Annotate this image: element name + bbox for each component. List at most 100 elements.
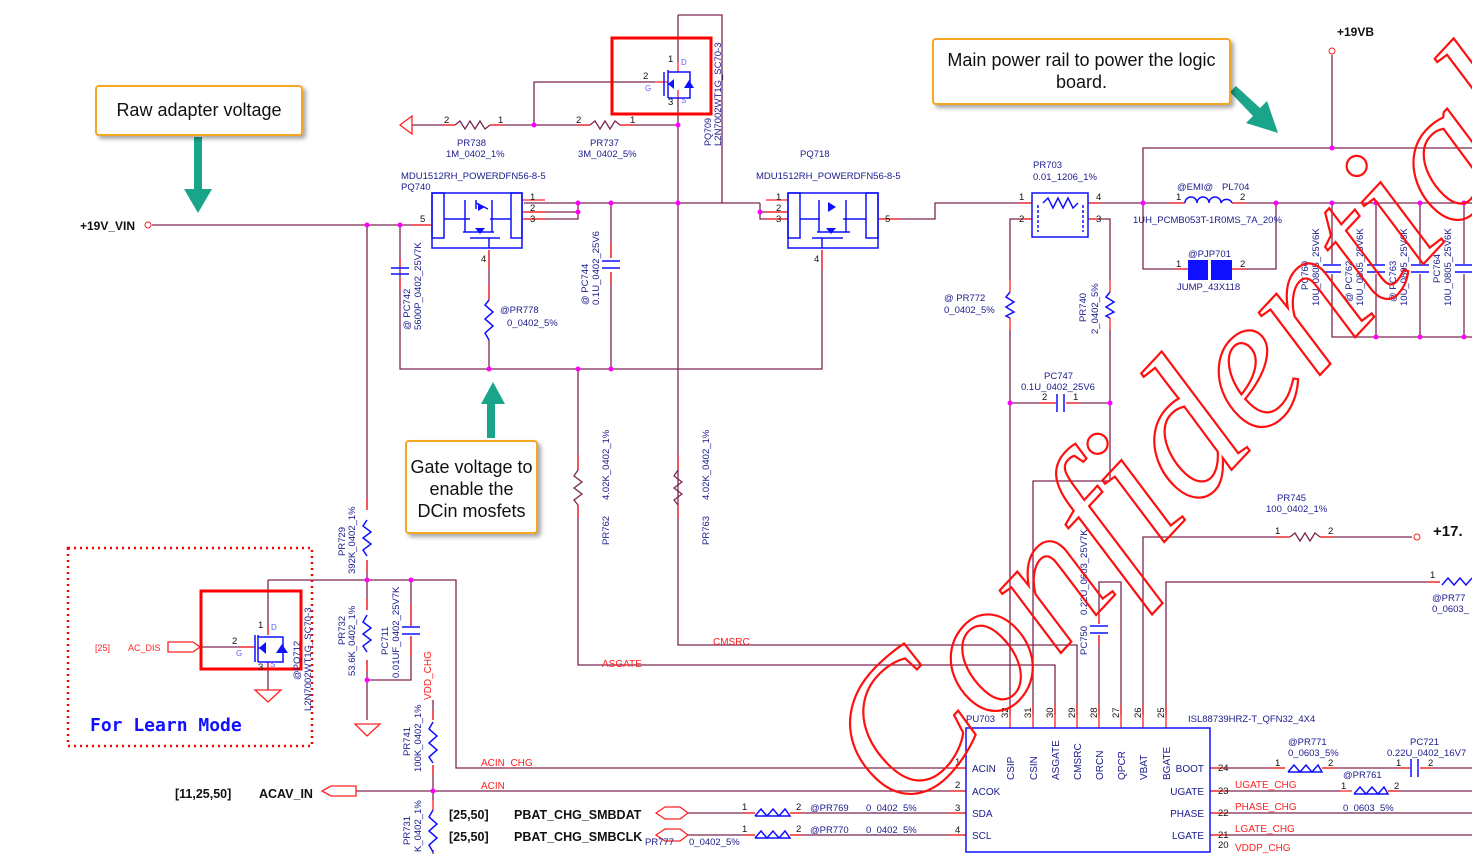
svg-text:1: 1 <box>258 620 263 631</box>
pr761-value: 0_0603_5% <box>1343 803 1394 814</box>
net-labels: +19V_VIN +19VB +17. ASGATE CMSRC ACIN_CH… <box>80 25 1463 854</box>
pr773-value: 0_0603_ <box>1432 604 1470 615</box>
ic-pin-number: 30 <box>1045 707 1056 718</box>
net-19vb: +19VB <box>1337 25 1374 39</box>
ic-pin-number: 23 <box>1218 786 1229 797</box>
svg-text:2: 2 <box>1394 781 1399 792</box>
svg-text:1: 1 <box>1275 526 1280 537</box>
svg-text:2: 2 <box>796 824 801 835</box>
pc762-value: 10U_0805_25V6K <box>1355 228 1366 306</box>
svg-text:1: 1 <box>1176 192 1181 203</box>
svg-text:1: 1 <box>1019 192 1024 203</box>
mosfet-pq740 <box>431 192 523 249</box>
pr778-ref: @PR778 <box>500 305 539 316</box>
pc721-value: 0.22U_0402_16V7 <box>1387 748 1466 759</box>
inductor-pl704 <box>1184 196 1233 204</box>
svg-text:1: 1 <box>955 757 960 768</box>
capacitor-pc747 <box>1056 394 1065 412</box>
pr770-value: 0_0402_5% <box>866 825 917 836</box>
resistor-pr772 <box>1004 291 1016 319</box>
port-smbclk <box>654 828 690 842</box>
junctions <box>364 122 1467 794</box>
highlight-box-pq712 <box>199 589 303 671</box>
arrow-down-icon <box>184 137 212 213</box>
port-vin <box>144 221 152 229</box>
svg-text:3: 3 <box>955 803 960 814</box>
pc711-value: 0.01UF_0402_25V7K <box>391 586 402 678</box>
net-smbclk: PBAT_CHG_SMBCLK <box>514 830 642 844</box>
resistor-pr740 <box>1104 291 1116 319</box>
pjp701-value: JUMP_43X118 <box>1177 282 1240 293</box>
pr771-value: 0_0603_5% <box>1288 748 1339 759</box>
learn-mode-box <box>66 546 314 748</box>
svg-text:4: 4 <box>814 254 819 265</box>
pr738-ref: PR738 <box>457 138 486 149</box>
ic-pin-number: 27 <box>1111 707 1122 718</box>
pc744-value: 0.1U_0402_25V6 <box>591 231 602 305</box>
resistor-pr778 <box>483 299 495 341</box>
ic-pin-number: 29 <box>1067 707 1078 718</box>
port-19vb <box>1328 47 1336 55</box>
svg-text:S: S <box>681 96 686 105</box>
pq709-ref: PQ709 <box>703 118 713 146</box>
pl704-ref: PL704 <box>1222 182 1249 193</box>
mosfet-pq712: D G S <box>199 589 303 671</box>
svg-text:D: D <box>681 58 687 67</box>
ic-pin-name: LGATE <box>1172 831 1204 842</box>
svg-text:2: 2 <box>643 71 648 82</box>
resistor-pr732 <box>361 614 373 653</box>
net-ac-dis: AC_DIS <box>128 643 161 653</box>
capacitor-pc760 <box>1323 264 1341 273</box>
pq712-value: L2N7002WT1G_SC70-3 <box>303 608 314 712</box>
pr762-value: 4.02K_0402_1% <box>601 429 612 500</box>
svg-text:2: 2 <box>1428 758 1433 769</box>
pr772-ref: @ PR772 <box>944 293 985 304</box>
pc747-ref: PC747 <box>1044 371 1073 382</box>
jumper-pjp701 <box>1188 260 1232 280</box>
callout-gate-voltage: Gate voltage to enable the DCin mosfets <box>405 440 538 534</box>
pc750-ref: PC750 <box>1079 626 1090 655</box>
ic-pin-number: 21 <box>1218 830 1229 841</box>
svg-text:2: 2 <box>1240 259 1245 270</box>
ic-pin-name: PHASE <box>1170 809 1204 820</box>
net-smbdat-ref: [25,50] <box>449 808 489 822</box>
port-17v <box>1413 533 1421 541</box>
pl704-value: 1UH_PCMB053T-1R0MS_7A_20% <box>1133 215 1282 226</box>
mosfet-pq718 <box>787 192 879 249</box>
pr777-ref: PR777 <box>645 837 674 848</box>
svg-text:1: 1 <box>498 115 503 126</box>
ic-pin-name: BOOT <box>1176 764 1204 775</box>
svg-text:2: 2 <box>530 203 535 214</box>
capacitor-pc721 <box>1410 759 1419 777</box>
net-vddp-chg: VDDP_CHG <box>1235 843 1291 854</box>
svg-text:1: 1 <box>1341 781 1346 792</box>
ic-pin-labels: 32CSIP31CSIN30ASGATE29CMSRC28ORCN27QPCR2… <box>972 707 1229 851</box>
ic-pin-name: CMSRC <box>1073 743 1084 780</box>
svg-text:1: 1 <box>742 802 747 813</box>
svg-text:5: 5 <box>420 214 425 225</box>
highlight-box-pq709 <box>610 36 713 116</box>
svg-text:2: 2 <box>1240 192 1245 203</box>
net-phase-chg: PHASE_CHG <box>1235 802 1297 813</box>
ic-pin-number: 22 <box>1218 808 1229 819</box>
pr771-ref: @PR771 <box>1288 737 1327 748</box>
pr731-value: K_0402_1% <box>413 800 424 852</box>
net-17v: +17. <box>1433 523 1463 540</box>
svg-text:3: 3 <box>668 97 673 108</box>
pc760-ref: PC760 <box>1300 261 1311 290</box>
ground-icon <box>353 723 382 737</box>
resistor-pr763 <box>672 469 684 506</box>
pr763-value: 4.02K_0402_1% <box>701 429 712 500</box>
ground-icon <box>253 689 283 703</box>
pr703-value: 0.01_1206_1% <box>1033 172 1097 183</box>
ic-pin-name: CSIP <box>1006 756 1017 780</box>
capacitor-pc711 <box>402 626 420 635</box>
svg-text:2: 2 <box>1019 214 1024 225</box>
ic-pin-number: 20 <box>1218 840 1229 851</box>
resistor-pr771 <box>1287 763 1324 774</box>
svg-text:4: 4 <box>955 825 960 836</box>
resistors <box>361 119 1472 853</box>
net-acav-in: ACAV_IN <box>259 787 313 801</box>
